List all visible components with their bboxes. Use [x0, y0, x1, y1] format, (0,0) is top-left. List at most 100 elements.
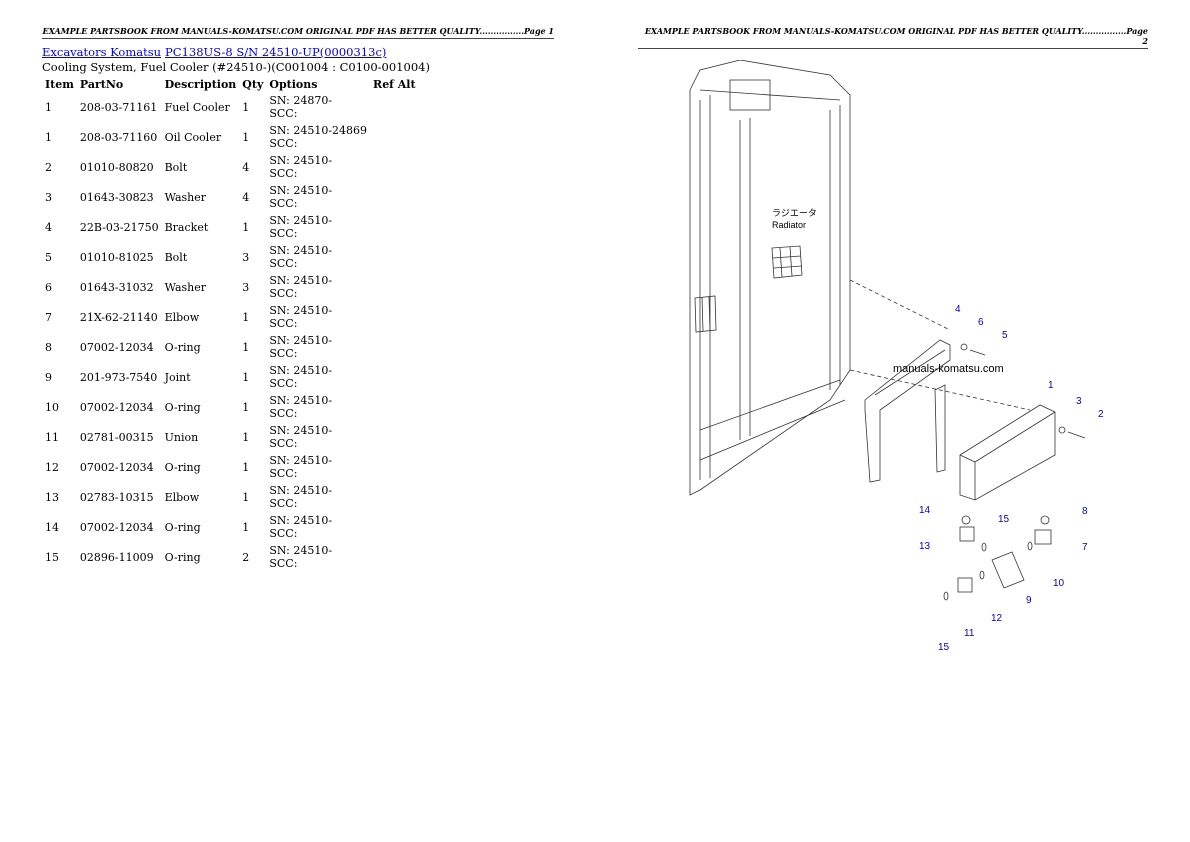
ref-alt-cell: [370, 422, 419, 452]
serial-range: SN: 24510-: [269, 484, 333, 497]
column-header: Item: [45, 77, 74, 91]
options-cell: SN: 24510-SCC:: [266, 512, 370, 542]
callout-number: 3: [1076, 396, 1082, 407]
description-cell: Elbow: [164, 310, 200, 324]
options-cell: SN: 24510-SCC:: [266, 392, 370, 422]
page-2-header: EXAMPLE PARTSBOOK FROM MANUALS-KOMATSU.C…: [638, 26, 1148, 49]
item-cell: 1: [45, 130, 52, 144]
options-cell: SN: 24510-SCC:: [266, 212, 370, 242]
options-cell: SN: 24510-SCC:: [266, 152, 370, 182]
description-cell: Joint: [164, 370, 191, 384]
qty-cell: 1: [242, 430, 250, 444]
options-cell: SN: 24510-SCC:: [266, 362, 370, 392]
item-cell: 3: [45, 190, 52, 204]
ref-alt-cell: [370, 152, 419, 182]
serial-range: SN: 24510-: [269, 454, 333, 467]
partno-cell: 07002-12034: [79, 460, 154, 474]
options-cell: SN: 24510-SCC:: [266, 422, 370, 452]
qty-cell: 1: [242, 100, 250, 114]
callout-number: 14: [919, 505, 931, 516]
item-cell: 8: [45, 340, 52, 354]
callout-number: 5: [1002, 330, 1008, 341]
qty-cell: 1: [242, 340, 250, 354]
partno-cell: 01010-81025: [79, 250, 154, 264]
description-cell: Bolt: [164, 250, 188, 264]
partno-cell: 208-03-71160: [79, 130, 158, 144]
ref-alt-cell: [370, 272, 419, 302]
scc: SCC:: [269, 257, 298, 270]
ref-alt-cell: [370, 92, 419, 122]
item-cell: 11: [45, 430, 59, 444]
qty-cell: 3: [242, 250, 250, 264]
callout-number: 8: [1082, 506, 1088, 517]
scc: SCC:: [269, 287, 298, 300]
qty-cell: 1: [242, 220, 250, 234]
scc: SCC:: [269, 557, 298, 570]
parts-diagram: ラジエータ Radiator manuals-komatsu.com 46513…: [689, 60, 1104, 653]
ref-alt-cell: [370, 362, 419, 392]
description-cell: Washer: [164, 190, 206, 204]
callout-number: 2: [1098, 409, 1104, 420]
options-cell: SN: 24510-SCC:: [266, 272, 370, 302]
scc: SCC:: [269, 407, 298, 420]
serial-range: SN: 24510-: [269, 544, 333, 557]
scc: SCC:: [269, 137, 298, 150]
qty-cell: 1: [242, 130, 250, 144]
callout-number: 11: [964, 628, 975, 639]
partno-cell: 01010-80820: [79, 160, 154, 174]
ref-alt-cell: [370, 332, 419, 362]
partno-cell: 01643-31032: [79, 280, 154, 294]
radiator-drawing: ラジエータ Radiator: [689, 60, 1031, 496]
item-cell: 6: [45, 280, 52, 294]
description-cell: O-ring: [164, 460, 201, 474]
category-link[interactable]: Excavators Komatsu: [42, 45, 162, 59]
item-cell: 15: [45, 550, 59, 564]
callout-number: 15: [938, 642, 950, 653]
serial-range: SN: 24510-: [269, 334, 333, 347]
item-cell: 10: [45, 400, 59, 414]
description-cell: O-ring: [164, 400, 201, 414]
ref-alt-cell: [370, 512, 419, 542]
qty-cell: 1: [242, 370, 250, 384]
radiator-jp-label: ラジエータ: [772, 208, 817, 218]
qty-cell: 4: [242, 160, 250, 174]
serial-range: SN: 24510-: [269, 424, 333, 437]
callout-number: 15: [998, 514, 1010, 525]
options-cell: SN: 24510-SCC:: [266, 452, 370, 482]
scc: SCC:: [269, 167, 298, 180]
ref-alt-cell: [370, 452, 419, 482]
serial-range: SN: 24510-: [269, 154, 333, 167]
page-1-header: EXAMPLE PARTSBOOK FROM MANUALS-KOMATSU.C…: [42, 26, 554, 39]
ref-alt-cell: [370, 482, 419, 512]
description-cell: Oil Cooler: [164, 130, 222, 144]
item-cell: 4: [45, 220, 52, 234]
options-cell: SN: 24510-SCC:: [266, 182, 370, 212]
ref-alt-cell: [370, 302, 419, 332]
scc: SCC:: [269, 497, 298, 510]
item-cell: 9: [45, 370, 52, 384]
qty-cell: 1: [242, 490, 250, 504]
model-link[interactable]: PC138US-8 S/N 24510-UP(0000313c): [165, 45, 387, 59]
serial-range: SN: 24510-: [269, 304, 333, 317]
qty-cell: 2: [242, 550, 250, 564]
callout-number: 10: [1053, 578, 1065, 589]
column-header: Ref Alt: [373, 77, 416, 91]
cooler-drawing: [959, 404, 1056, 501]
callout-number: 6: [978, 317, 984, 328]
item-cell: 7: [45, 310, 52, 324]
ref-alt-cell: [370, 122, 419, 152]
options-cell: SN: 24510-SCC:: [266, 482, 370, 512]
options-cell: SN: 24510-SCC:: [266, 242, 370, 272]
bracket-drawing: [864, 339, 951, 483]
